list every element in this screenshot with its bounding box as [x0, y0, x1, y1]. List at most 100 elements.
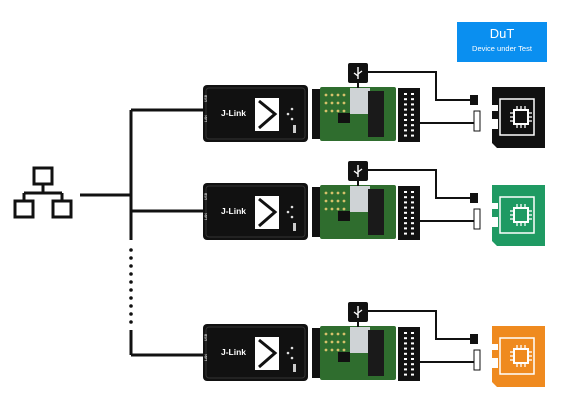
- status-led: [286, 351, 290, 355]
- usb-plug: [350, 327, 370, 353]
- ide-pin: [411, 347, 414, 350]
- ide-pin: [404, 206, 407, 209]
- adapter-component: [330, 199, 334, 203]
- ide-connector: [398, 186, 420, 240]
- usb-icon: [348, 161, 368, 181]
- power-plug: [470, 95, 478, 105]
- ide-pin: [411, 108, 414, 111]
- debug-plug: [473, 208, 481, 230]
- usb-icon: [348, 302, 368, 322]
- ide-pin: [404, 222, 407, 225]
- ide-pin: [404, 342, 407, 345]
- ide-pin: [411, 103, 414, 106]
- ide-pin: [404, 134, 407, 137]
- adapter-chip: [338, 113, 350, 123]
- ide-pin: [411, 332, 414, 334]
- adapter-component: [324, 332, 328, 336]
- target-board-frame: [499, 337, 535, 375]
- adapter-component: [324, 348, 328, 352]
- segger-logo-chevron: [258, 197, 278, 228]
- adapter-chip: [338, 211, 350, 221]
- adapter-component: [336, 348, 340, 352]
- ide-connector: [398, 327, 420, 381]
- probe-port-mark: [293, 364, 296, 372]
- ide-pin: [411, 113, 414, 116]
- ide-pin: [404, 103, 407, 106]
- adapter-component: [324, 191, 328, 195]
- adapter-component: [336, 199, 340, 203]
- target-board-2: [492, 185, 545, 246]
- ide-pin: [404, 98, 407, 101]
- ide-pin: [404, 373, 407, 376]
- ide-pin: [411, 358, 414, 360]
- ide-pin: [404, 337, 407, 340]
- ide-pin: [404, 196, 407, 199]
- adapter-component: [330, 348, 334, 352]
- ide-pin: [404, 93, 407, 95]
- ide-pin: [411, 196, 414, 199]
- adapter-component: [324, 93, 328, 97]
- target-port: [492, 105, 498, 111]
- status-led: [290, 117, 294, 121]
- ide-pin: [404, 227, 407, 230]
- segger-logo-chevron: [258, 99, 278, 130]
- target-board-body: [492, 87, 545, 148]
- adapter-left-connector: [312, 89, 320, 139]
- power-cable: [368, 71, 472, 101]
- ide-pin: [411, 352, 414, 355]
- adapter-component: [342, 109, 346, 113]
- target-board-3: [492, 326, 545, 387]
- ide-pin: [404, 191, 407, 193]
- status-led: [290, 205, 294, 209]
- ide-pin: [411, 129, 414, 132]
- usb-icon-glyph: [353, 165, 363, 177]
- adapter-component: [336, 191, 340, 195]
- probe-lan-label: LAN: [204, 115, 208, 122]
- segger-logo-chevron: [258, 338, 278, 369]
- adapter-component: [324, 340, 328, 344]
- ide-pin: [404, 368, 407, 371]
- adapter-component: [336, 109, 340, 113]
- ide-pin: [404, 129, 407, 132]
- ide-pin: [404, 124, 407, 127]
- adapter-component: [330, 340, 334, 344]
- ide-pin: [411, 134, 414, 137]
- jlink-label: J-Link: [221, 206, 246, 216]
- ide-pin: [404, 201, 407, 204]
- adapter-left-connector: [312, 328, 320, 378]
- status-led: [290, 346, 294, 350]
- dut-title: DuT: [489, 26, 515, 41]
- adapter-component: [342, 348, 346, 352]
- ide-pin: [404, 211, 407, 214]
- adapter-component: [324, 109, 328, 113]
- probe-lan-label: LAN: [204, 354, 208, 361]
- ide-pin: [411, 206, 414, 209]
- adapter-component: [330, 332, 334, 336]
- usb-icon-glyph: [353, 306, 363, 318]
- ide-pin: [404, 332, 407, 334]
- ide-pin: [411, 368, 414, 371]
- ide-pin: [411, 373, 414, 376]
- adapter-component: [342, 340, 346, 344]
- network-topology-icon: [13, 166, 73, 219]
- adapter-component: [330, 109, 334, 113]
- network-continuation-dots: [129, 248, 133, 324]
- adapter-component: [336, 93, 340, 97]
- jlink-label: J-Link: [221, 108, 246, 118]
- ide-pin: [411, 337, 414, 340]
- status-led: [286, 210, 290, 214]
- probe-usb-label: USB: [204, 192, 208, 200]
- debug-plug: [473, 110, 481, 132]
- target-port: [492, 358, 498, 368]
- ide-pin: [411, 124, 414, 127]
- adapter-header: [368, 189, 384, 235]
- ide-pin: [404, 108, 407, 111]
- usb-icon: [348, 63, 368, 83]
- adapter-component: [336, 207, 340, 211]
- power-plug: [470, 334, 478, 344]
- status-led: [286, 112, 290, 116]
